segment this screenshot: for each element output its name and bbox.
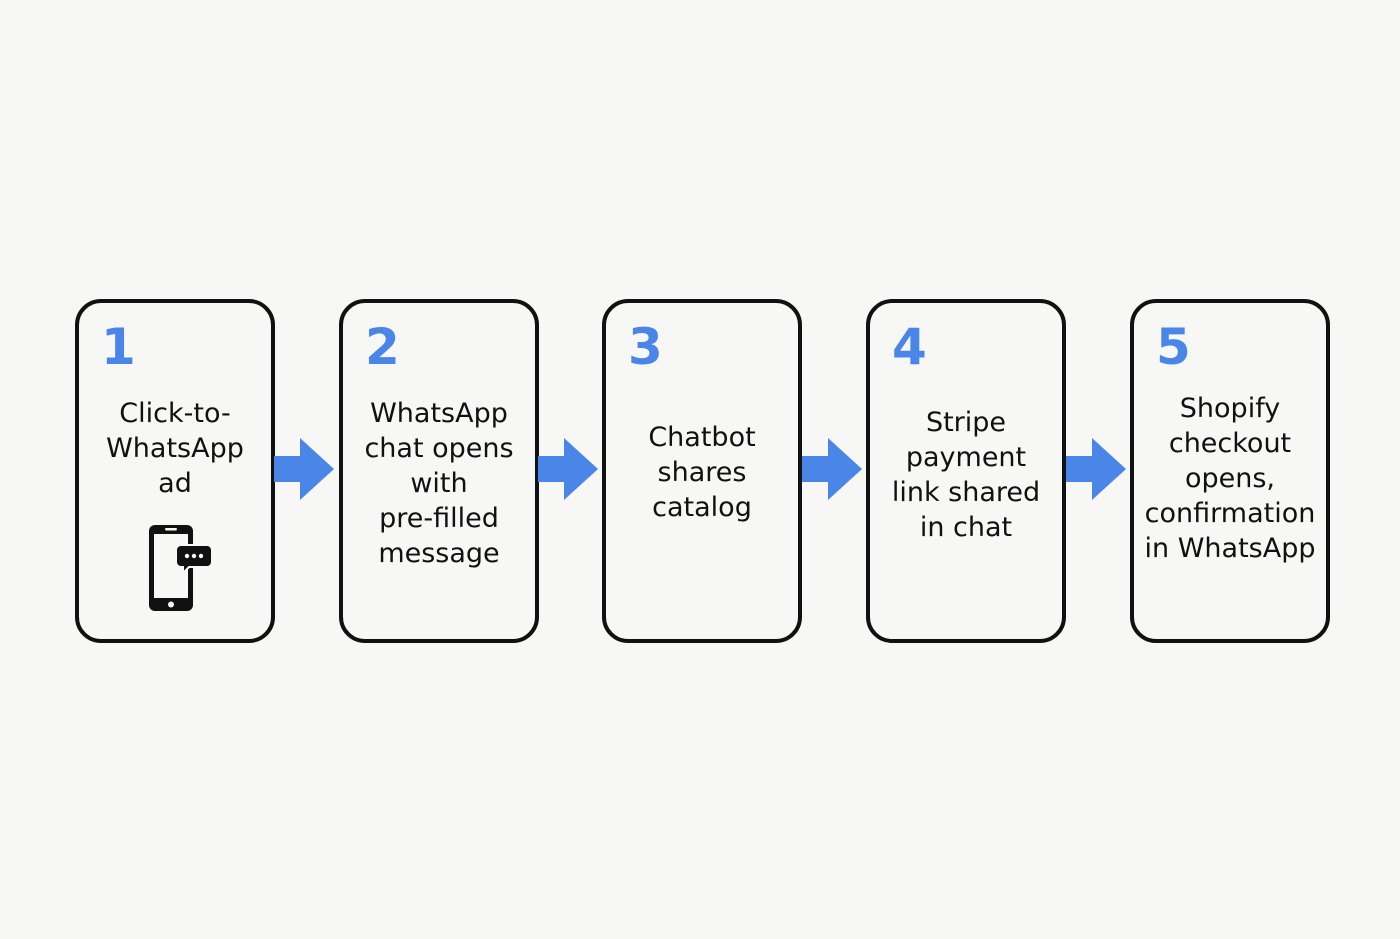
smartphone-chat-icon xyxy=(149,525,213,611)
arrow-right-icon xyxy=(538,438,598,500)
step-card-5: 5 Shopify checkout opens, confirmation i… xyxy=(1130,299,1330,643)
step-number: 4 xyxy=(892,318,927,376)
step-number: 1 xyxy=(101,318,136,376)
step-number: 5 xyxy=(1156,318,1191,376)
arrow-right-icon xyxy=(274,438,334,500)
step-text: Stripe payment link shared in chat xyxy=(891,407,1041,543)
step-number: 3 xyxy=(628,318,663,376)
step-text: Chatbot shares catalog xyxy=(648,422,756,523)
step-card-1: 1 Click-to- WhatsApp ad xyxy=(75,299,275,643)
arrow-right-icon xyxy=(1066,438,1126,500)
step-card-4: 4 Stripe payment link shared in chat xyxy=(866,299,1066,643)
step-text: Click-to- WhatsApp ad xyxy=(106,398,244,499)
step-text: WhatsApp chat opens with pre-filled mess… xyxy=(364,398,514,569)
step-text: Shopify checkout opens, confirmation in … xyxy=(1144,393,1316,564)
arrow-right-icon xyxy=(802,438,862,500)
step-number: 2 xyxy=(365,318,400,376)
step-card-2: 2 WhatsApp chat opens with pre-filled me… xyxy=(339,299,539,643)
step-card-3: 3 Chatbot shares catalog xyxy=(602,299,802,643)
